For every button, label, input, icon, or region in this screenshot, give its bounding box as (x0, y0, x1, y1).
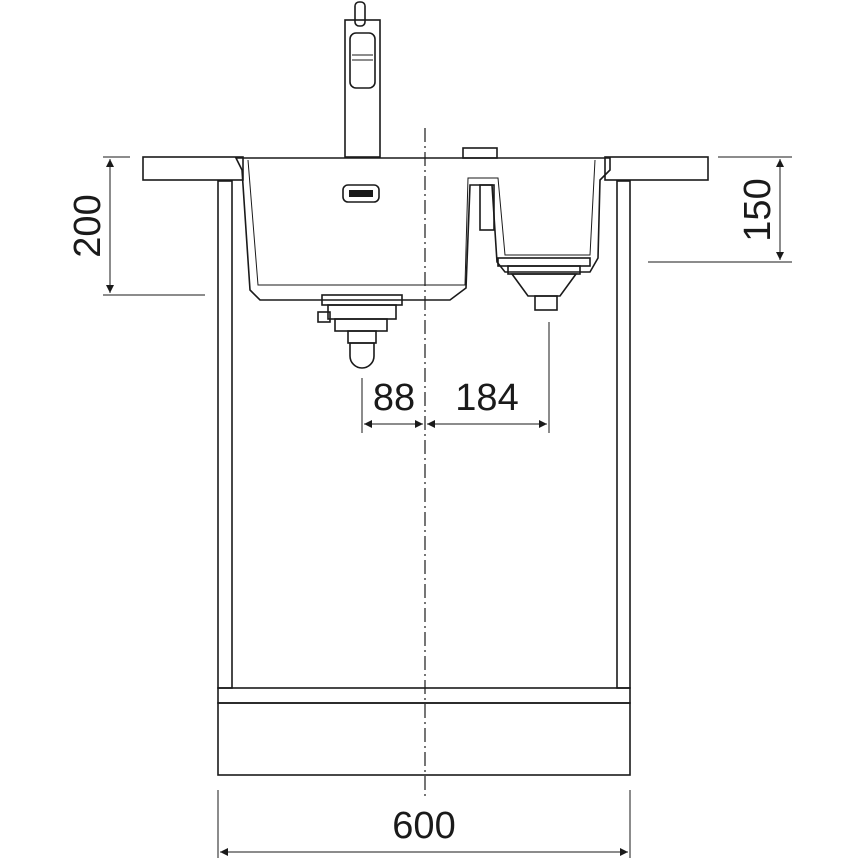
dimension-label-600: 600 (392, 805, 455, 847)
right-drain (497, 257, 591, 311)
dimension-label-184: 184 (455, 377, 518, 419)
sink (234, 157, 611, 369)
faucet (344, 1, 498, 159)
countertop (142, 156, 709, 181)
dimension-label-150: 150 (737, 178, 779, 241)
dimension-drain-offsets: 88 184 (361, 322, 550, 433)
dimension-label-88: 88 (373, 377, 415, 419)
dimension-150: 150 (648, 156, 792, 263)
dimension-200: 200 (67, 156, 205, 296)
dimension-label-200: 200 (67, 194, 109, 257)
dimension-600: 600 (217, 790, 631, 858)
left-drain (317, 294, 403, 369)
cabinet (217, 180, 631, 776)
